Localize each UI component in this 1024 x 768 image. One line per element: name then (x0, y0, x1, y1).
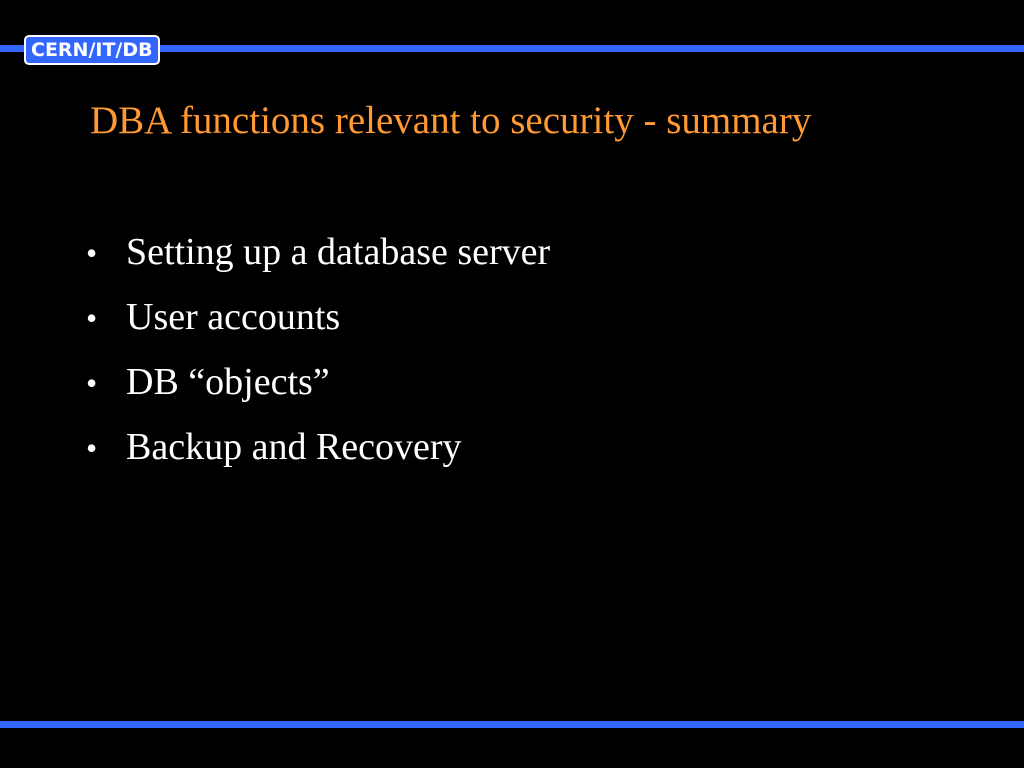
bullet-list: • Setting up a database server • User ac… (86, 230, 550, 490)
top-divider-bar (0, 45, 1024, 52)
organization-badge-label: CERN/IT/DB (31, 38, 153, 61)
slide-title: DBA functions relevant to security - sum… (90, 99, 812, 142)
bullet-text: User accounts (126, 296, 341, 338)
bullet-text: Setting up a database server (126, 231, 551, 273)
bullet-icon: • (86, 300, 98, 336)
bullet-icon: • (86, 365, 98, 401)
organization-badge: CERN/IT/DB (24, 35, 160, 65)
list-item: • Backup and Recovery (86, 425, 550, 490)
bullet-icon: • (86, 430, 98, 466)
list-item: • User accounts (86, 295, 550, 360)
bullet-text: DB “objects” (126, 361, 330, 403)
bottom-divider-bar (0, 721, 1024, 728)
list-item: • DB “objects” (86, 360, 550, 425)
list-item: • Setting up a database server (86, 230, 550, 295)
bullet-icon: • (86, 235, 98, 271)
bullet-text: Backup and Recovery (126, 426, 462, 468)
